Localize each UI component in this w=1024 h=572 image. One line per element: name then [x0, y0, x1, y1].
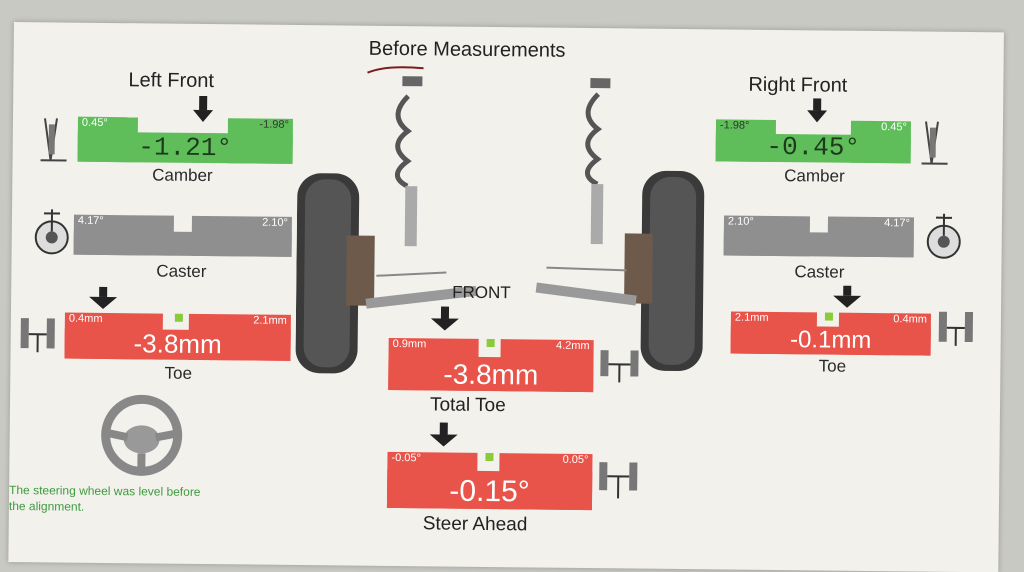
total-toe-label: Total Toe [429, 394, 506, 417]
steering-wheel-icon [99, 393, 184, 483]
right-camber-value: -0.45° [766, 131, 861, 163]
steer-ahead-gauge: -0.05° 0.05° -0.15° [386, 451, 593, 511]
left-toe-min: 0.4mm [68, 312, 103, 325]
right-toe-label: Toe [818, 356, 847, 376]
right-caster-min: 2.10° [727, 215, 754, 228]
left-caster-gauge: 4.17° 2.10° [73, 214, 292, 257]
right-camber-gauge: -1.98° 0.45° -0.45° [715, 119, 912, 164]
left-toe-max: 2.1mm [253, 314, 287, 327]
left-camber-max: -1.98° [259, 118, 290, 131]
right-toe-gauge: 2.1mm 0.4mm -0.1mm [730, 311, 931, 356]
left-toe-arrow-icon [89, 286, 118, 310]
right-camber-icon [917, 117, 952, 172]
right-caster-gauge: 2.10° 4.17° [723, 215, 915, 258]
right-toe-value: -0.1mm [789, 326, 872, 354]
left-camber-value: -1.21° [138, 132, 233, 164]
caster-icon [31, 207, 72, 262]
right-caster-max: 4.17° [884, 217, 911, 230]
right-caster-label: Caster [794, 262, 845, 282]
steer-ahead-value: -0.15° [449, 474, 530, 509]
left-camber-gauge: 0.45° -1.98° -1.21° [77, 116, 294, 164]
steer-ahead-arrow-icon [429, 422, 458, 447]
right-caster-icon [923, 212, 964, 267]
right-toe-arrow-icon [833, 285, 862, 308]
page-title: Before Measurements [368, 37, 566, 62]
left-camber-label: Camber [152, 165, 213, 186]
total-toe-min: 0.9mm [392, 337, 427, 351]
right-toe-icon [935, 306, 980, 357]
suspension-illustration [295, 76, 705, 374]
right-camber-arrow-icon [806, 98, 828, 123]
right-front-title: Right Front [748, 73, 848, 97]
front-label: FRONT [452, 282, 511, 303]
left-caster-max: 2.10° [262, 216, 288, 229]
total-toe-value: -3.8mm [443, 358, 539, 391]
left-toe-value: -3.8mm [133, 328, 222, 360]
steer-ahead-min: -0.05° [391, 451, 422, 465]
camber-icon [36, 114, 71, 169]
total-toe-arrow-icon [430, 306, 459, 331]
right-camber-max: 0.45° [881, 121, 908, 134]
steering-note: The steering wheel was level before the … [9, 482, 309, 517]
right-camber-label: Camber [784, 166, 845, 186]
total-toe-icon [598, 346, 642, 391]
left-caster-min: 4.17° [77, 214, 104, 227]
left-toe-label: Toe [164, 363, 193, 383]
left-toe-gauge: 0.4mm 2.1mm -3.8mm [64, 312, 291, 361]
left-camber-min: 0.45° [81, 116, 108, 129]
steering-note-line2: the alignment. [8, 498, 85, 514]
steer-ahead-max: 0.05° [562, 453, 589, 467]
title-underline [367, 66, 424, 74]
toe-icon [16, 312, 61, 363]
alignment-printout: Before Measurements Left Front 0.45° -1.… [8, 22, 1004, 572]
left-front-title: Left Front [128, 69, 215, 93]
right-toe-min: 2.1mm [734, 311, 769, 324]
steer-ahead-label: Steer Ahead [422, 513, 528, 536]
right-toe-max: 0.4mm [893, 313, 927, 326]
left-caster-label: Caster [156, 261, 207, 282]
right-camber-min: -1.98° [719, 119, 750, 132]
total-toe-max: 4.2mm [555, 339, 590, 353]
steer-ahead-icon [597, 458, 642, 507]
total-toe-gauge: 0.9mm 4.2mm -3.8mm [388, 337, 594, 393]
